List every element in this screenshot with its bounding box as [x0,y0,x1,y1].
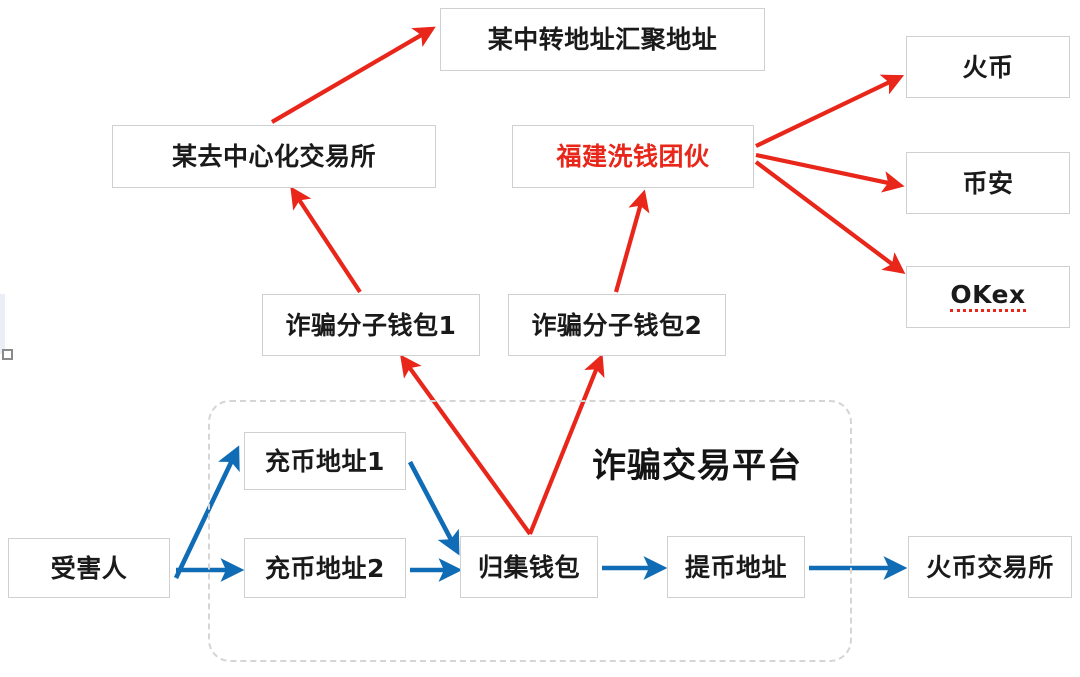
node-label-relay_hub: 某中转地址汇聚地址 [487,25,718,54]
node-huobi[interactable]: 火币 [906,36,1070,98]
node-label-dex: 某去中心化交易所 [171,142,376,171]
node-label-deposit_addr_2: 充币地址2 [265,553,385,583]
node-label-withdraw_addr: 提币地址 [684,552,787,582]
artifact-left-margin-line [0,294,5,354]
node-deposit_addr_2[interactable]: 充币地址2 [244,538,406,598]
edge-gang-to-huobi [755,74,905,148]
node-label-victim: 受害人 [50,553,128,583]
node-deposit_addr_1[interactable]: 充币地址1 [244,432,406,490]
node-label-scam_wallet_2: 诈骗分子钱包2 [531,310,703,340]
node-label-deposit_addr_1: 充币地址1 [265,446,385,476]
node-aggregation[interactable]: 归集钱包 [460,536,598,598]
group-caption-scam_platform: 诈骗交易平台 [592,446,802,486]
node-label-huobi_exchange: 火币交易所 [926,552,1054,582]
edge-gang-to-okex [754,160,906,275]
node-huobi_exchange[interactable]: 火币交易所 [908,536,1072,598]
node-relay_hub[interactable]: 某中转地址汇聚地址 [440,8,765,71]
node-scam_wallet_1[interactable]: 诈骗分子钱包1 [262,294,480,356]
node-label-okex: OKex [950,282,1026,312]
node-laundering_gang[interactable]: 福建洗钱团伙 [512,125,754,188]
node-label-aggregation: 归集钱包 [477,552,580,582]
node-dex[interactable]: 某去中心化交易所 [112,125,436,188]
node-label-binance: 币安 [962,168,1014,198]
node-okex[interactable]: OKex [906,266,1070,328]
artifact-left-corner-handle [2,349,13,360]
node-scam_wallet_2[interactable]: 诈骗分子钱包2 [508,294,726,356]
edge-wallet1-to-dex [290,186,362,294]
node-label-huobi: 火币 [962,52,1014,82]
node-label-scam_wallet_1: 诈骗分子钱包1 [285,310,457,340]
edge-wallet2-to-gang [613,189,650,293]
edge-gang-to-binance [755,152,905,193]
node-withdraw_addr[interactable]: 提币地址 [667,536,805,598]
node-label-laundering_gang: 福建洗钱团伙 [556,142,710,171]
node-binance[interactable]: 币安 [906,152,1070,214]
node-victim[interactable]: 受害人 [8,538,170,598]
edge-dex-to-relay-hub [270,26,436,124]
